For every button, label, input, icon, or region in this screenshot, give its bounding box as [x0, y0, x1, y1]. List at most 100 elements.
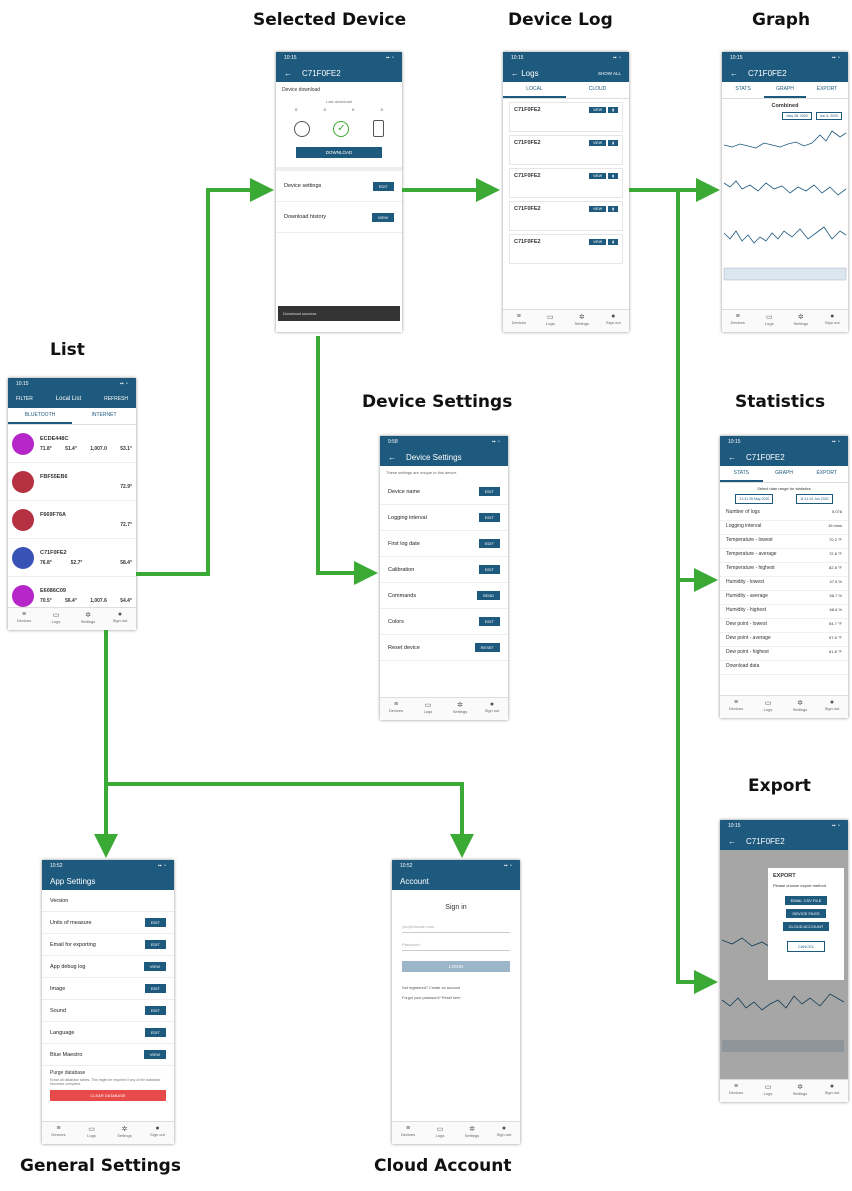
- nav-settings[interactable]: ✲Settings: [108, 1122, 141, 1144]
- clear-database-button[interactable]: CLEAR DATABASE: [50, 1090, 166, 1101]
- to-date-field[interactable]: 11:11 04 Jun 2020: [796, 494, 833, 504]
- app-setting-button[interactable]: EDIT: [144, 1006, 166, 1015]
- tab-stats[interactable]: STATS: [735, 86, 751, 92]
- password-field[interactable]: Password: [402, 939, 510, 951]
- back-arrow-icon[interactable]: ←: [284, 68, 292, 78]
- nav-sign-out[interactable]: ●Sign out: [476, 698, 508, 720]
- device-setting-button[interactable]: EDIT: [478, 513, 500, 522]
- email-field[interactable]: you@domain.com: [402, 921, 510, 933]
- tab-local[interactable]: LOCAL: [503, 82, 566, 98]
- nav-sign-out[interactable]: ●Sign out: [816, 1080, 848, 1102]
- device-setting-button[interactable]: SEND: [476, 591, 500, 600]
- view-log-button[interactable]: VIEW: [589, 140, 607, 146]
- selected-row-button[interactable]: VIEW: [371, 212, 394, 222]
- nav-devices[interactable]: ≡Devices: [503, 310, 535, 332]
- nav-sign-out[interactable]: ●Sign out: [141, 1122, 174, 1144]
- nav-sign-out[interactable]: ●Sign out: [817, 310, 849, 332]
- app-setting-button[interactable]: EDIT: [144, 918, 166, 927]
- nav-settings[interactable]: ✲Settings: [72, 608, 104, 630]
- back-arrow-icon[interactable]: ←: [388, 452, 396, 462]
- from-date-field[interactable]: 21:31 25 May 2020: [735, 494, 774, 504]
- back-arrow-icon[interactable]: ←: [728, 452, 736, 462]
- nav-logs[interactable]: ▭Logs: [412, 698, 444, 720]
- tab-bluetooth[interactable]: BLUETOOTH: [8, 408, 72, 424]
- device-setting-button[interactable]: RESET: [474, 643, 500, 652]
- back-arrow-icon[interactable]: ←: [730, 68, 738, 78]
- tab-cloud[interactable]: CLOUD: [588, 86, 607, 92]
- nav-devices[interactable]: ≡Devices: [380, 698, 412, 720]
- nav-settings[interactable]: ✲Settings: [785, 310, 817, 332]
- nav-logs[interactable]: ▭Logs: [535, 310, 567, 332]
- app-setting-button[interactable]: VIEW: [143, 1050, 166, 1059]
- nav-devices[interactable]: ≡Devices: [720, 1080, 752, 1102]
- reset-password-link[interactable]: Forgot your password? Reset here: [402, 996, 461, 1000]
- nav-settings[interactable]: ✲Settings: [784, 696, 816, 718]
- from-date-field[interactable]: May 28, 2020: [782, 112, 812, 120]
- nav-logs[interactable]: ▭Logs: [75, 1122, 108, 1144]
- register-link[interactable]: Not registered? Create an account: [402, 986, 461, 990]
- tab-stats[interactable]: STATS: [720, 466, 763, 482]
- cancel-button[interactable]: CANCEL: [786, 941, 826, 952]
- view-log-button[interactable]: VIEW: [589, 173, 607, 179]
- email-csv-button[interactable]: EMAIL CSV FILE: [784, 896, 828, 905]
- back-arrow-icon[interactable]: ←: [728, 836, 736, 846]
- delete-icon[interactable]: ▮: [608, 239, 618, 245]
- nav-sign-out[interactable]: ●Sign out: [488, 1122, 520, 1144]
- nav-logs[interactable]: ▭Logs: [752, 696, 784, 718]
- view-log-button[interactable]: VIEW: [589, 107, 607, 113]
- tab-export[interactable]: EXPORT: [816, 470, 837, 476]
- tab-export[interactable]: EXPORT: [816, 86, 838, 92]
- nav-settings[interactable]: ✲Settings: [444, 698, 476, 720]
- nav-devices[interactable]: ≡Devices: [42, 1122, 75, 1144]
- filter-button[interactable]: FILTER: [16, 396, 33, 402]
- device-setting-button[interactable]: EDIT: [478, 487, 500, 496]
- nav-settings[interactable]: ✲Settings: [566, 310, 598, 332]
- nav-devices[interactable]: ≡Devices: [392, 1122, 424, 1144]
- delete-icon[interactable]: ▮: [608, 206, 618, 212]
- app-setting-button[interactable]: VIEW: [143, 962, 166, 971]
- view-log-button[interactable]: VIEW: [589, 239, 607, 245]
- back-arrow-icon[interactable]: ←: [511, 68, 522, 78]
- nav-settings[interactable]: ✲Settings: [784, 1080, 816, 1102]
- nav-devices[interactable]: ≡Devices: [722, 310, 754, 332]
- show-all-button[interactable]: SHOW ALL: [597, 70, 621, 76]
- app-setting-button[interactable]: EDIT: [144, 1028, 166, 1037]
- nav-logs[interactable]: ▭Logs: [40, 608, 72, 630]
- view-log-button[interactable]: VIEW: [589, 206, 607, 212]
- nav-sign-out[interactable]: ●Sign out: [598, 310, 630, 332]
- delete-icon[interactable]: ▮: [608, 140, 618, 146]
- device-setting-button[interactable]: EDIT: [478, 539, 500, 548]
- nav-logs[interactable]: ▭Logs: [752, 1080, 784, 1102]
- tab-graph[interactable]: GRAPH: [764, 82, 806, 98]
- device-setting-button[interactable]: EDIT: [478, 565, 500, 574]
- download-button[interactable]: DOWNLOAD: [296, 147, 382, 158]
- tab-graph[interactable]: GRAPH: [775, 470, 793, 476]
- nav-devices[interactable]: ≡Devices: [8, 608, 40, 630]
- app-setting-button[interactable]: EDIT: [144, 940, 166, 949]
- nav-devices[interactable]: ≡Devices: [720, 696, 752, 718]
- selected-row-button[interactable]: EDIT: [372, 181, 394, 191]
- cloud-account-button[interactable]: CLOUD ACCOUNT: [782, 922, 830, 931]
- nav-settings[interactable]: ✲Settings: [456, 1122, 488, 1144]
- refresh-button[interactable]: REFRESH: [104, 396, 128, 402]
- app-setting-button[interactable]: EDIT: [144, 984, 166, 993]
- delete-icon[interactable]: ▮: [608, 107, 618, 113]
- nav-sign-out[interactable]: ●Sign out: [104, 608, 136, 630]
- nav-sign-out[interactable]: ●Sign out: [816, 696, 848, 718]
- to-date-field[interactable]: Jun 4, 2020: [815, 112, 842, 120]
- device-setting-button[interactable]: EDIT: [478, 617, 500, 626]
- tab-internet[interactable]: INTERNET: [91, 412, 117, 418]
- login-button[interactable]: LOGIN: [402, 961, 510, 972]
- delete-icon[interactable]: ▮: [608, 173, 618, 179]
- device-files-button[interactable]: DEVICE FILES: [786, 909, 826, 918]
- nav-logs[interactable]: ▭Logs: [424, 1122, 456, 1144]
